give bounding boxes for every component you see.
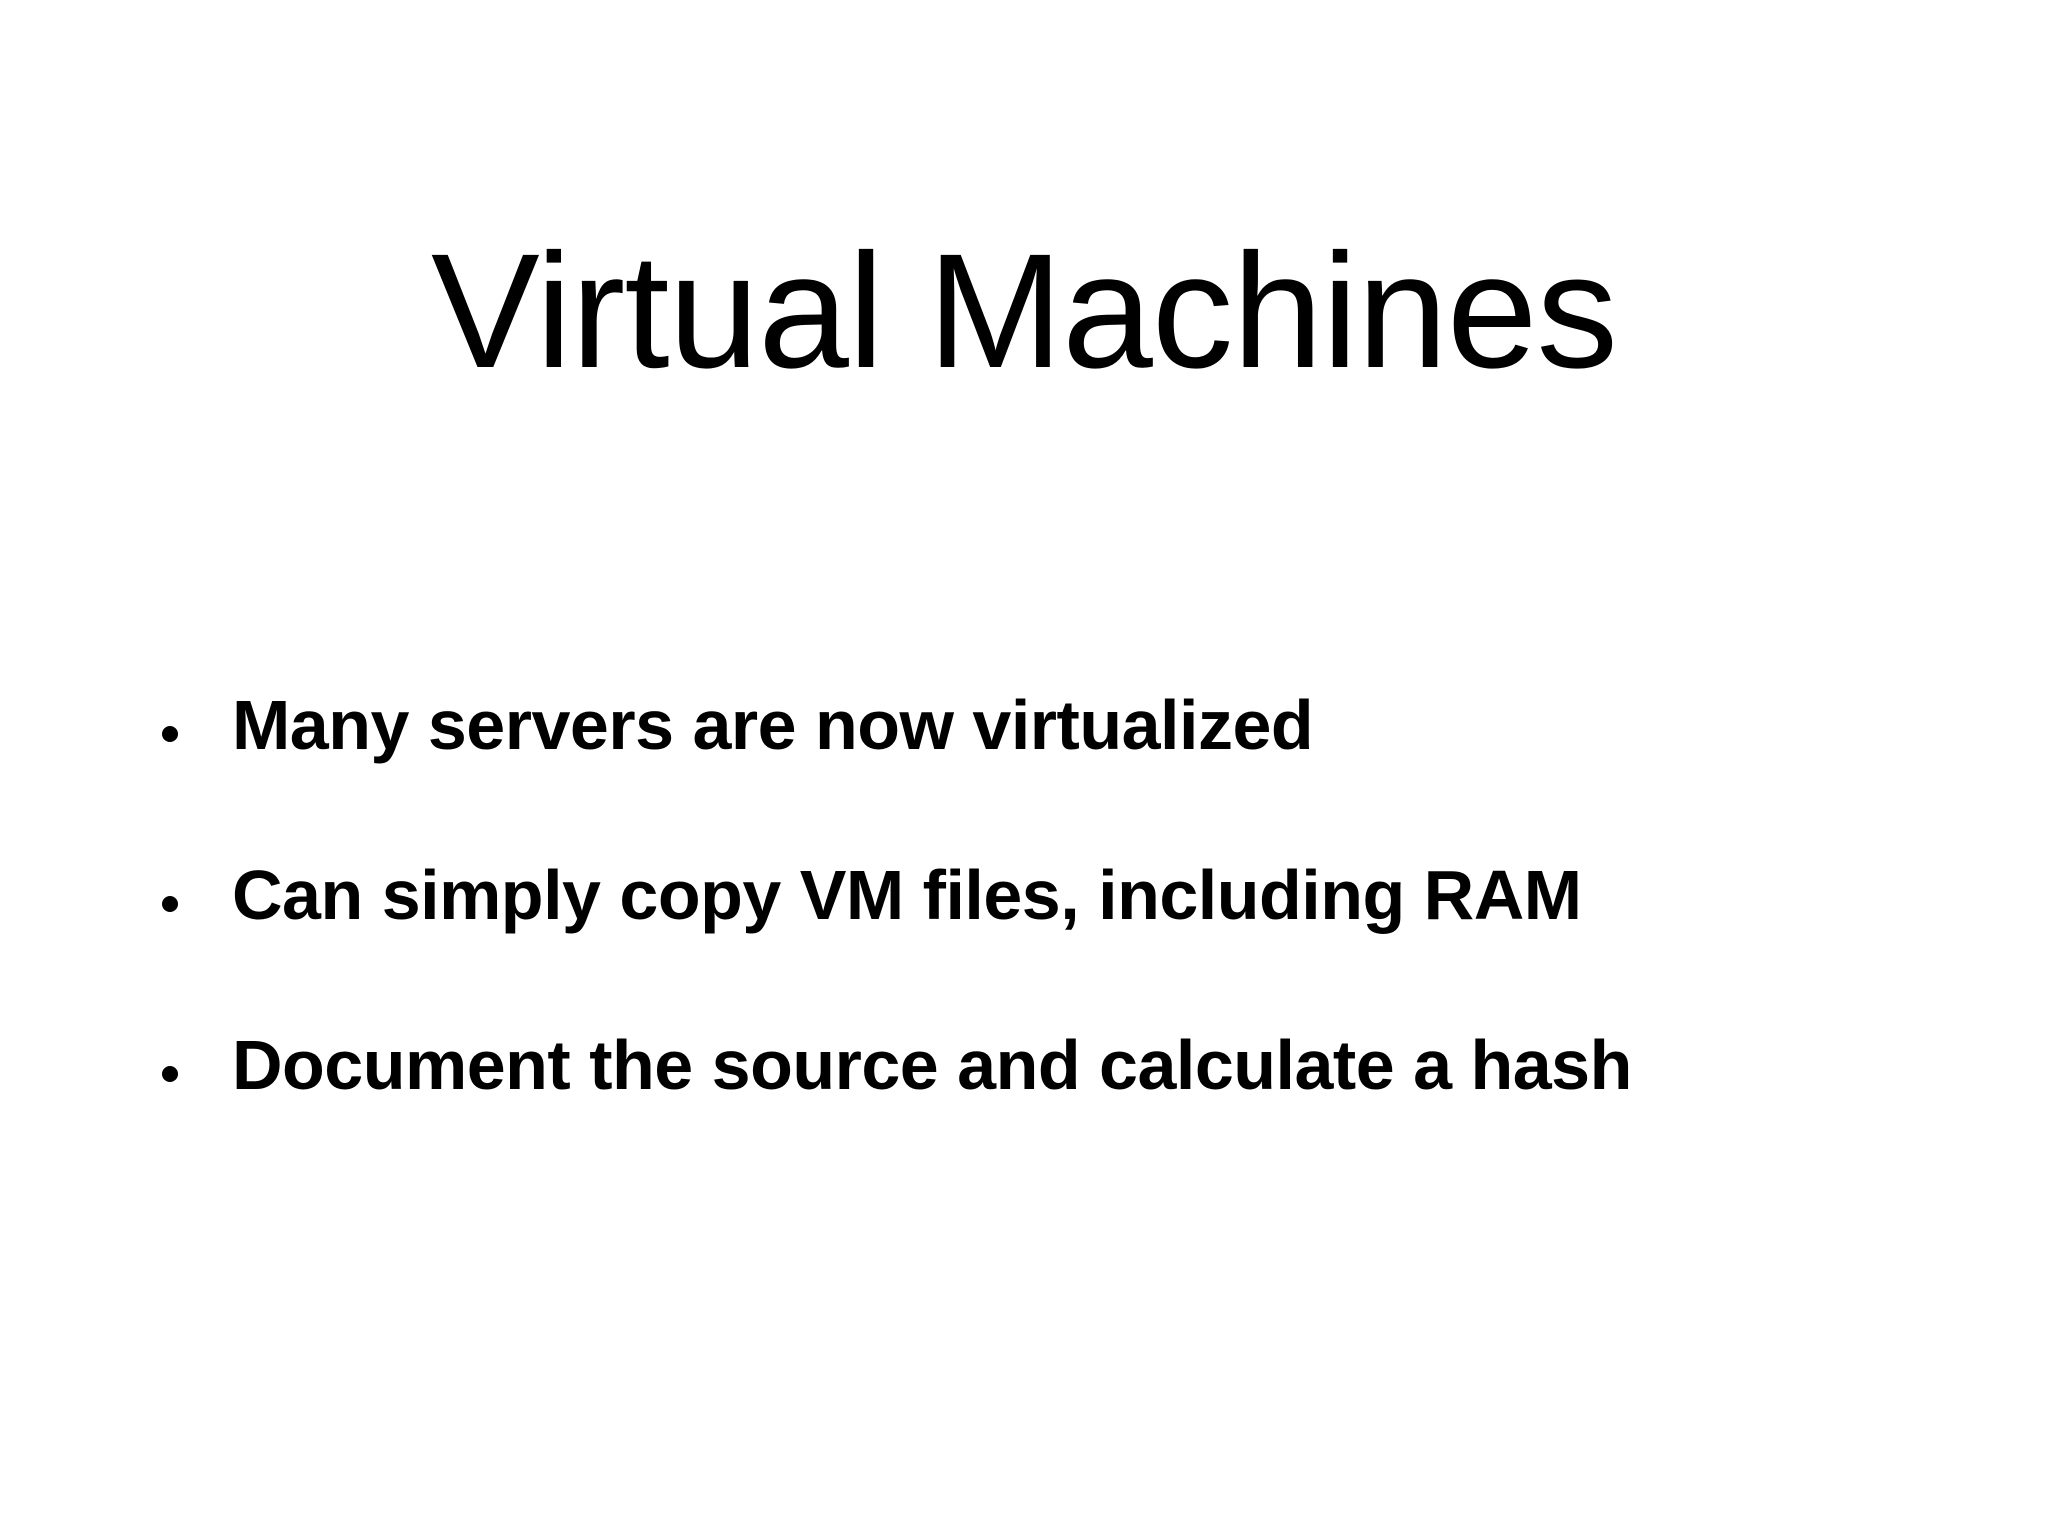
list-item: Document the source and calculate a hash — [150, 1030, 1950, 1122]
list-item: Many servers are now virtualized — [150, 690, 1950, 782]
bullet-dot-icon — [162, 896, 178, 912]
bullet-text: Many servers are now virtualized — [232, 686, 1314, 764]
bullet-dot-icon — [162, 726, 178, 742]
bullet-dot-icon — [162, 1066, 178, 1082]
bullet-text: Can simply copy VM files, including RAM — [232, 856, 1582, 934]
bullet-list: Many servers are now virtualized Can sim… — [150, 690, 1950, 1122]
bullet-text: Document the source and calculate a hash — [232, 1026, 1632, 1104]
list-item: Can simply copy VM files, including RAM — [150, 860, 1950, 952]
slide-title: Virtual Machines — [431, 219, 1618, 403]
